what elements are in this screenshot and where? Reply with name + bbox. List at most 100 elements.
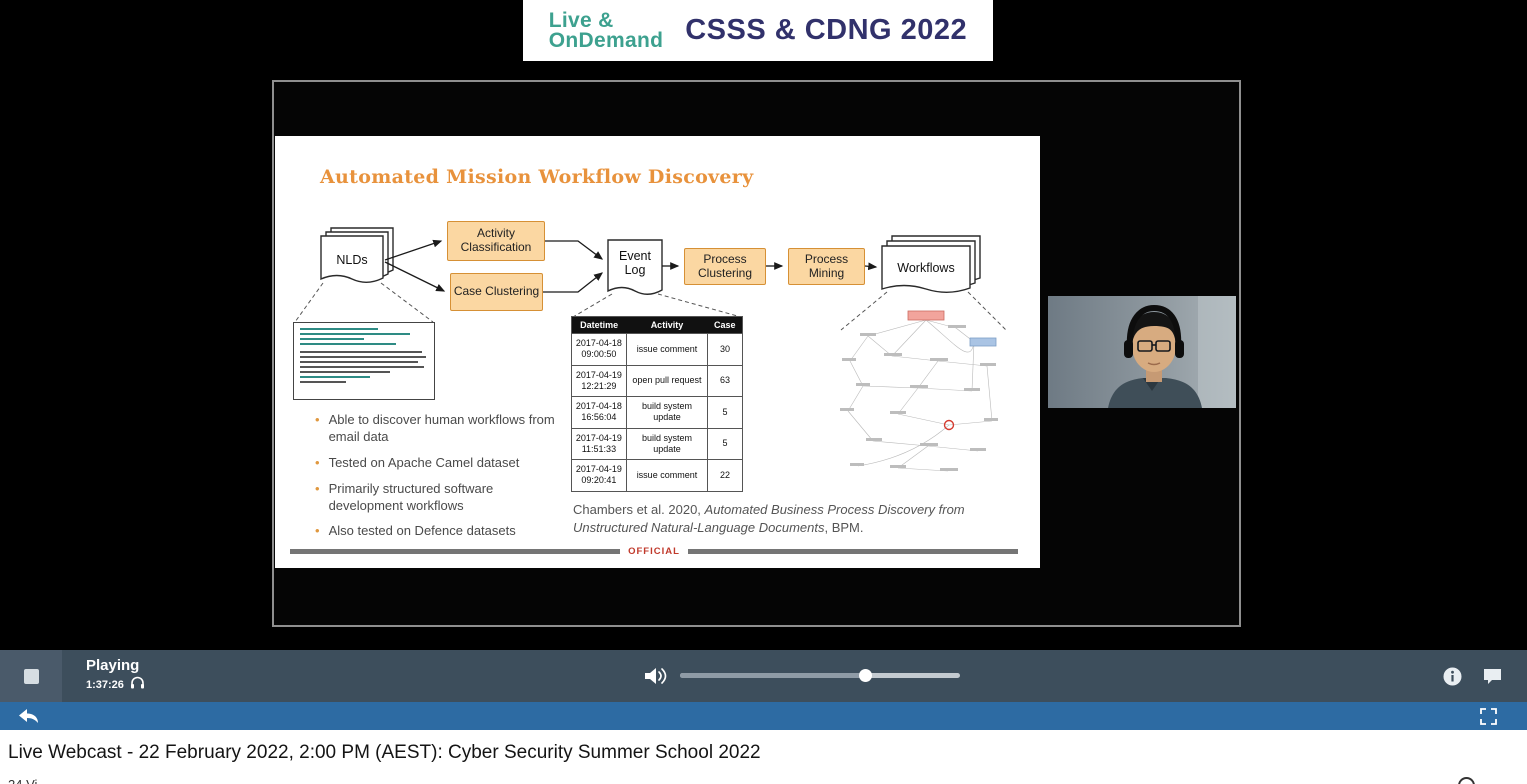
progress-knob[interactable]	[858, 669, 872, 682]
email-text-line	[300, 356, 426, 358]
email-text-line	[300, 376, 370, 378]
table-header-row: Datetime Activity Case	[571, 316, 743, 334]
slide-title: Automated Mission Workflow Discovery	[320, 166, 754, 188]
stop-button[interactable]	[0, 650, 62, 702]
list-item: • Able to discover human workflows from …	[315, 412, 567, 446]
stat-icon	[1458, 777, 1475, 784]
top-band: Live & OnDemand CSSS & CDNG 2022	[0, 0, 1527, 61]
workflows-label: Workflows	[897, 261, 955, 275]
email-text-line	[300, 333, 410, 335]
table-header-cell: Datetime	[571, 316, 627, 334]
video-player-screen[interactable]: Automated Mission Workflow Discovery	[272, 80, 1241, 627]
email-text-line	[300, 381, 346, 383]
chat-icon	[1483, 669, 1502, 689]
volume-icon	[643, 668, 669, 690]
live-ondemand-logo: Live & OnDemand	[548, 8, 664, 52]
email-sample-box	[293, 322, 435, 400]
email-text-line	[300, 366, 424, 368]
progress-slider[interactable]	[680, 669, 960, 682]
bullet-icon: •	[315, 523, 320, 539]
event-log-table: Datetime Activity Case 2017-04-18 09:00:…	[571, 316, 743, 492]
table-cell: 2017-04-18 16:56:04	[571, 396, 627, 429]
list-item: • Primarily structured software developm…	[315, 481, 567, 515]
fullscreen-button[interactable]	[1480, 708, 1497, 730]
table-row: 2017-04-18 09:00:50 issue comment 30	[571, 333, 743, 366]
presenter-face	[1132, 320, 1176, 372]
citation-prefix: Chambers et al. 2020,	[573, 502, 705, 517]
table-header-cell: Activity	[626, 316, 708, 334]
presenter-webcam	[1048, 296, 1236, 408]
listen-icon	[130, 676, 145, 694]
process-clustering-box: Process Clustering	[684, 248, 766, 285]
webcast-title: Live Webcast - 22 February 2022, 2:00 PM…	[8, 742, 761, 763]
table-cell: issue comment	[625, 333, 709, 366]
back-button[interactable]	[18, 708, 40, 729]
classification-banner: OFFICIAL	[290, 546, 1018, 557]
presenter-shirt	[1108, 378, 1202, 408]
nlds-label: NLDs	[336, 253, 368, 267]
table-cell: 2017-04-19 11:51:33	[571, 427, 627, 460]
table-cell: open pull request	[625, 364, 709, 397]
case-clustering-box: Case Clustering	[450, 273, 543, 311]
bullet-text: Tested on Apache Camel dataset	[328, 454, 520, 470]
elapsed-time: 1:37:26	[86, 679, 124, 691]
logo-card: Live & OnDemand CSSS & CDNG 2022	[523, 0, 993, 61]
logo-line-2: OnDemand	[548, 28, 664, 52]
citation: Chambers et al. 2020, Automated Business…	[573, 501, 1005, 537]
graph-blue-node	[969, 337, 997, 347]
presenter-hair	[1131, 312, 1177, 344]
banner-bar	[290, 549, 621, 554]
activity-classification-box: Activity Classification	[447, 221, 545, 261]
event-title: CSSS & CDNG 2022	[685, 14, 968, 46]
banner-bar	[687, 549, 1018, 554]
process-graph	[836, 305, 1011, 480]
table-cell: issue comment	[625, 459, 709, 492]
info-icon	[1443, 667, 1462, 690]
chat-button[interactable]	[1483, 668, 1502, 690]
bullet-icon: •	[315, 412, 320, 427]
table-cell: 5	[707, 427, 743, 460]
table-header-cell: Case	[707, 316, 743, 334]
player-control-bar: Playing 1:37:26	[0, 650, 1527, 702]
table-cell: 2017-04-19 09:20:41	[571, 459, 627, 492]
headphones-icon	[1126, 304, 1182, 349]
process-mining-box: Process Mining	[788, 248, 865, 285]
table-row: 2017-04-19 09:20:41 issue comment 22	[571, 459, 743, 492]
event-log-label: Event Log	[619, 249, 651, 277]
table-cell: build system update	[625, 427, 709, 460]
video-stage: Automated Mission Workflow Discovery	[0, 61, 1527, 650]
playback-status: Playing 1:37:26	[86, 657, 145, 694]
volume-button[interactable]	[643, 666, 669, 691]
email-text-line	[300, 328, 378, 330]
email-text-line	[300, 338, 364, 340]
stop-icon	[23, 668, 39, 684]
email-text-line	[300, 343, 396, 345]
logo-line-1: Live &	[548, 8, 614, 32]
progress-fill	[680, 673, 865, 678]
info-button[interactable]	[1443, 667, 1462, 691]
bullet-icon: •	[315, 454, 320, 470]
back-arrow-icon	[18, 709, 40, 728]
status-text: Playing	[86, 657, 140, 674]
bullet-text: Also tested on Defence datasets	[328, 523, 516, 539]
fullscreen-icon	[1480, 708, 1497, 729]
table-cell: 30	[707, 333, 743, 366]
table-row: 2017-04-19 12:21:29 open pull request 63	[571, 364, 743, 397]
table-row: 2017-04-19 11:51:33 build system update …	[571, 427, 743, 460]
table-cell: build system update	[625, 396, 709, 429]
list-item: • Tested on Apache Camel dataset	[315, 455, 567, 472]
table-row: 2017-04-18 16:56:04 build system update …	[571, 396, 743, 429]
graph-red-marker	[943, 419, 955, 431]
slide-bullets: • Able to discover human workflows from …	[315, 412, 567, 549]
table-cell: 2017-04-18 09:00:50	[571, 333, 627, 366]
views-count-partial: 24 Vi	[8, 777, 37, 784]
table-cell: 2017-04-19 12:21:29	[571, 364, 627, 397]
nav-bar	[0, 702, 1527, 730]
info-bar: Live Webcast - 22 February 2022, 2:00 PM…	[0, 730, 1527, 784]
table-cell: 63	[707, 364, 743, 397]
citation-title: Automated Business Process Discovery fro…	[573, 502, 965, 536]
classification-label: OFFICIAL	[628, 546, 680, 557]
bullet-text: Able to discover human workflows from em…	[328, 412, 555, 444]
bullet-icon: •	[315, 480, 320, 496]
table-cell: 22	[707, 459, 743, 492]
